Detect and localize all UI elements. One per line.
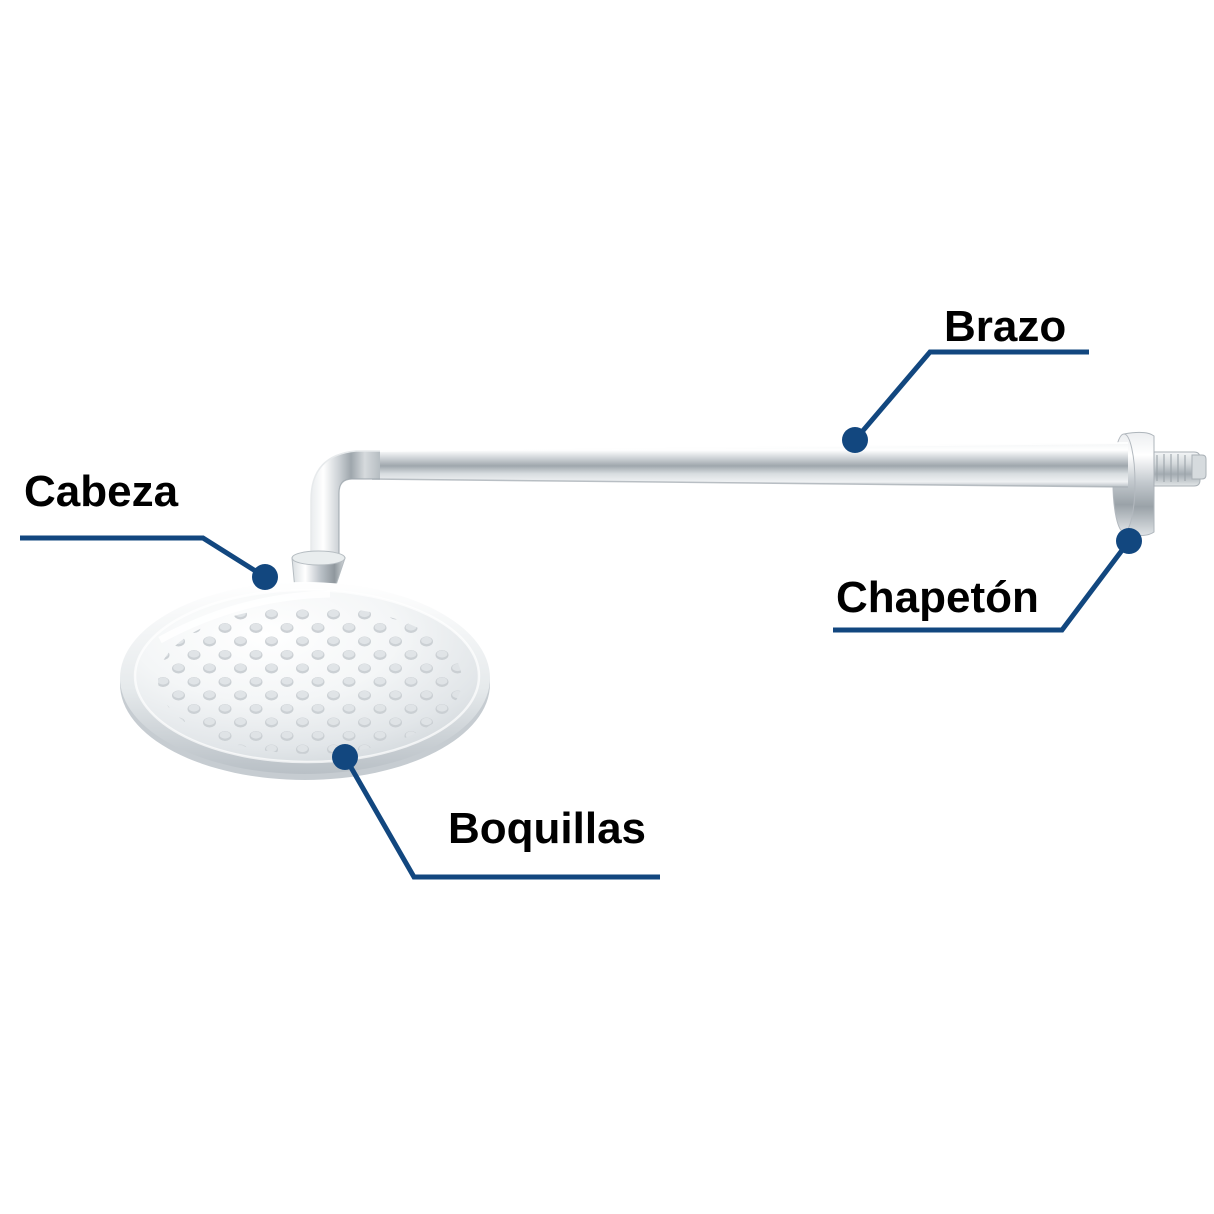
callout-dot-cabeza [252, 564, 278, 590]
callout-dot-boquillas [332, 744, 358, 770]
callout-label-cabeza: Cabeza [24, 467, 179, 516]
callout-label-boquillas: Boquillas [448, 804, 647, 853]
leader-line-brazo [853, 349, 1089, 442]
callout-dot-brazo [842, 427, 868, 453]
callout-label-brazo: Brazo [944, 302, 1067, 351]
leader-line-cabeza [20, 535, 267, 580]
nozzle-array [158, 606, 462, 754]
leader-line-boquillas [342, 755, 660, 880]
leader-line-chapeton [833, 539, 1131, 633]
shower-arm-part [310, 442, 1129, 560]
callout-label-chapeton: Chapetón [836, 573, 1039, 622]
callout-dot-chapeton [1116, 528, 1142, 554]
shower-head-part [120, 582, 490, 780]
